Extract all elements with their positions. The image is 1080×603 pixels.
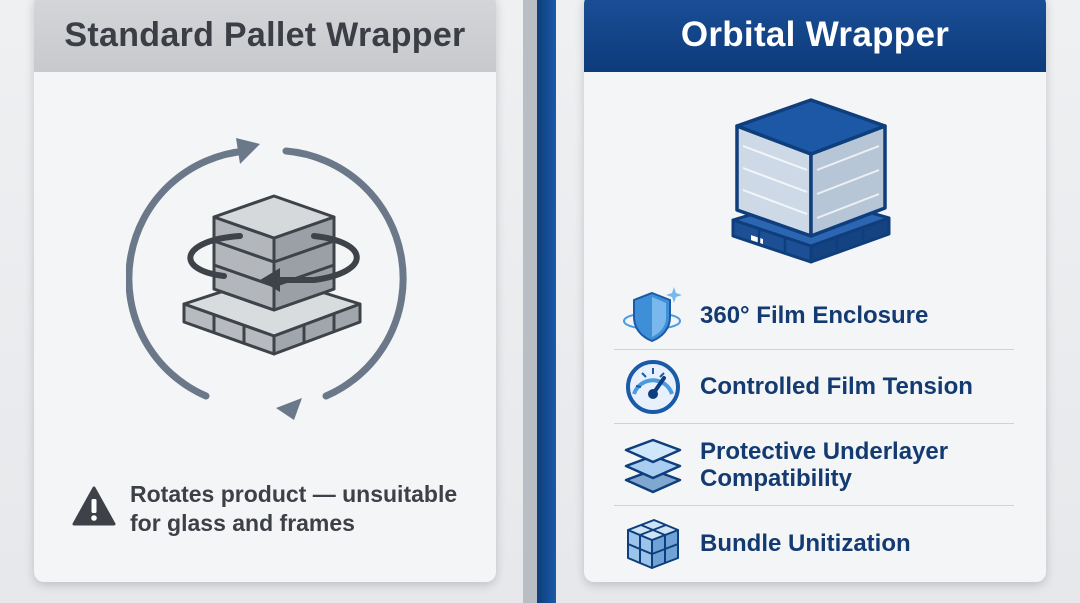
bundle-cubes-icon: [627, 519, 679, 569]
feature-label: 360° Film Enclosure: [700, 302, 929, 329]
warning-text: Rotates product — unsuitable for glass a…: [130, 481, 458, 536]
feature-label: Bundle Unitization: [700, 529, 911, 557]
shield-icon: [623, 286, 682, 342]
feature-film-tension: Controlled Film Tension: [614, 350, 1014, 424]
feature-list: 360° Film Enclosure Controlled Fil: [614, 282, 1014, 580]
divider-gray: [523, 0, 537, 603]
standard-wrapper-title: Standard Pallet Wrapper: [34, 0, 496, 72]
feature-underlayer: Protective Underlayer Compatibility: [614, 424, 1014, 506]
orbital-wrapper-panel: Orbital Wrapper: [584, 0, 1046, 582]
feature-bundle-unitization: Bundle Unitization: [614, 506, 1014, 580]
orbital-wrapper-title: Orbital Wrapper: [584, 0, 1046, 72]
gauge-icon: [626, 359, 680, 414]
standard-wrapper-panel: Standard Pallet Wrapper: [34, 0, 496, 582]
stacked-boxes-on-pallet-icon: [182, 194, 362, 356]
feature-label: Protective Underlayer Compatibility: [700, 437, 949, 492]
warning-triangle-icon: [72, 486, 116, 526]
rotation-arrows-icon: [126, 138, 407, 420]
wrapped-cube-on-pallet-icon: [731, 98, 891, 264]
feature-film-enclosure: 360° Film Enclosure: [614, 282, 1014, 350]
warning-note: Rotates product — unsuitable for glass a…: [72, 480, 480, 538]
divider-blue: [537, 0, 556, 603]
layers-icon: [624, 438, 682, 493]
feature-label: Controlled Film Tension: [700, 373, 973, 400]
